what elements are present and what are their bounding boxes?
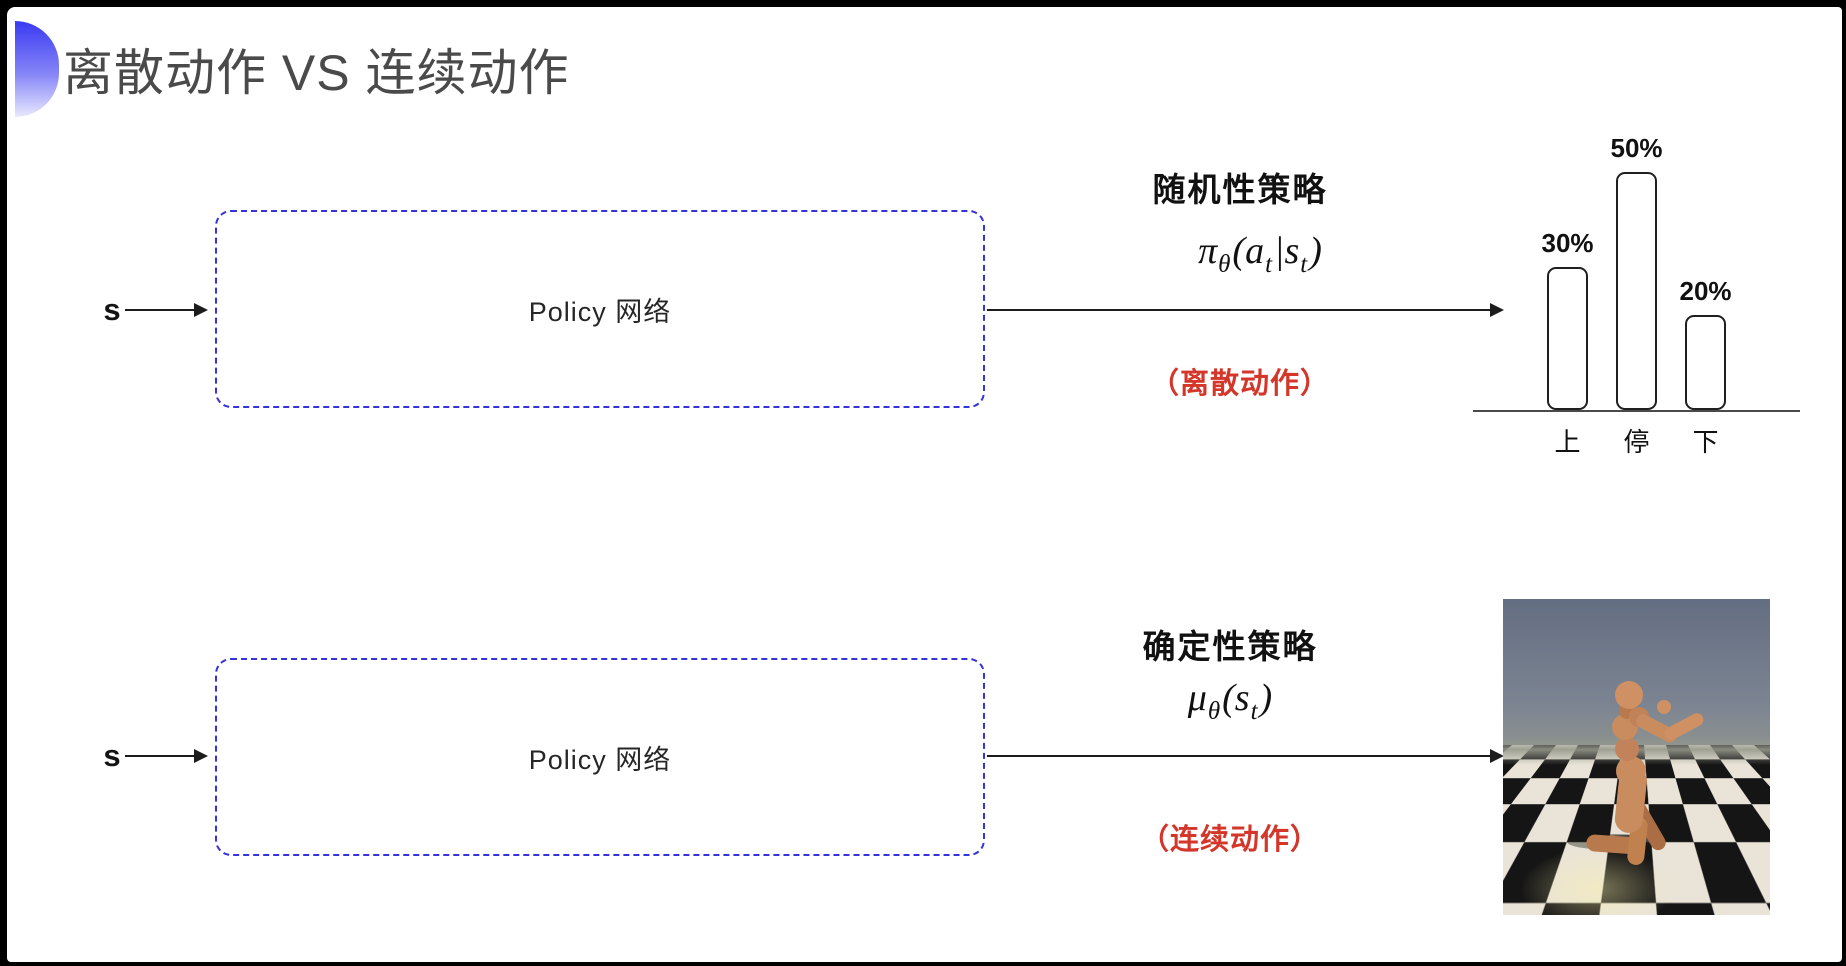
chart-column: 30% 上 xyxy=(1541,100,1593,457)
output-arrow-continuous xyxy=(987,749,1504,763)
formula-symbol: π xyxy=(1198,230,1218,272)
formula-arg: a xyxy=(1245,230,1265,272)
bar xyxy=(1616,172,1657,410)
policy-network-box-discrete: Policy 网络 xyxy=(215,210,985,408)
policy-type-title-stochastic: 随机性策略 xyxy=(1152,171,1328,208)
bar-value-label: 50% xyxy=(1610,133,1663,163)
formula-subscript: θ xyxy=(1207,697,1221,725)
bar-value-label: 30% xyxy=(1541,228,1594,258)
humanoid-robot xyxy=(1567,681,1704,865)
action-type-note-continuous: （连续动作） xyxy=(1139,824,1320,856)
chart-column: 50% 停 xyxy=(1610,100,1662,457)
chart-columns: 30% 上 50% 停 20% 下 xyxy=(1473,100,1800,457)
formula-subscript: θ xyxy=(1218,250,1231,278)
policy-network-box-continuous: Policy 网络 xyxy=(215,658,985,856)
bar xyxy=(1547,267,1588,410)
formula-symbol: μ xyxy=(1187,677,1207,719)
slide-bullet-icon xyxy=(15,21,59,117)
chart-column: 20% 下 xyxy=(1679,100,1731,457)
formula-arg: s xyxy=(1234,677,1250,719)
formula-rparen: ) xyxy=(1309,230,1322,272)
mujoco-humanoid-image xyxy=(1503,599,1770,915)
policy-network-label: Policy 网络 xyxy=(528,744,672,775)
policy-network-label: Policy 网络 xyxy=(528,296,672,327)
page-title: 离散动作 VS 连续动作 xyxy=(63,45,570,101)
action-probability-bar-chart: 30% 上 50% 停 20% 下 xyxy=(1473,100,1800,465)
output-arrow-discrete xyxy=(987,303,1504,317)
policy-formula-stochastic: πθ(at|st) xyxy=(1090,229,1430,279)
input-arrow-continuous xyxy=(125,749,208,763)
formula-lparen: ( xyxy=(1232,230,1246,272)
bar-category-label: 停 xyxy=(1623,427,1650,457)
bar-category-label: 上 xyxy=(1554,427,1581,457)
bar-category-label: 下 xyxy=(1692,427,1719,457)
formula-arg-subscript: t xyxy=(1300,250,1308,278)
state-input-label-discrete: s xyxy=(103,292,121,327)
floor-reflection xyxy=(1519,847,1674,915)
slide: 离散动作 VS 连续动作 s Policy 网络 随机性策略 πθ(at|st)… xyxy=(7,7,1842,962)
formula-rparen: ) xyxy=(1259,677,1273,719)
policy-formula-deterministic: μθ(st) xyxy=(1060,676,1400,726)
chart-baseline xyxy=(1473,410,1800,412)
formula-separator: | xyxy=(1274,230,1285,272)
formula-lparen: ( xyxy=(1222,677,1235,719)
state-input-label-continuous: s xyxy=(103,738,121,773)
formula-arg: s xyxy=(1284,230,1300,272)
action-type-note-discrete: （离散动作） xyxy=(1149,368,1330,400)
bar xyxy=(1685,315,1726,410)
policy-type-title-deterministic: 确定性策略 xyxy=(1142,628,1318,665)
formula-arg-subscript: t xyxy=(1250,697,1258,725)
formula-arg-subscript: t xyxy=(1265,250,1273,278)
input-arrow-discrete xyxy=(125,303,208,317)
bar-value-label: 20% xyxy=(1679,276,1732,306)
